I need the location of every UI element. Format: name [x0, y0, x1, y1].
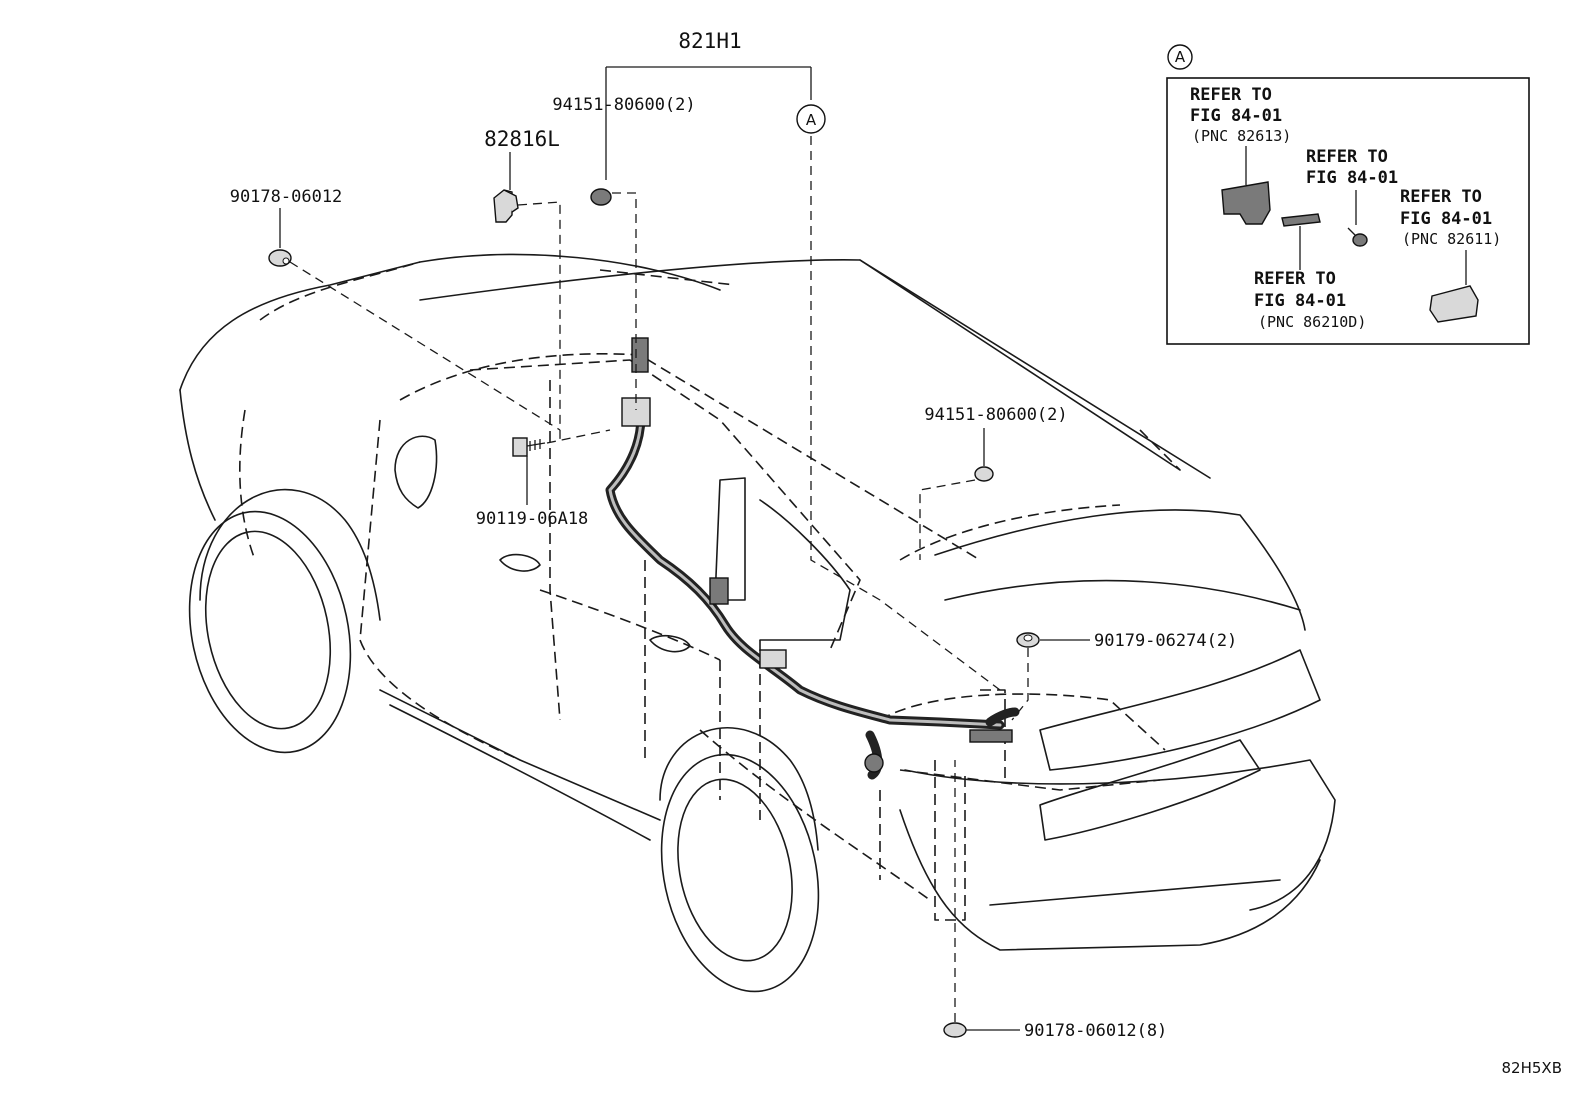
leader-lines — [279, 66, 1090, 1031]
vehicle-phantom-lines — [239, 261, 1181, 921]
inset-ref-4-line2: FIG 84-01 — [1254, 291, 1346, 311]
callout-a-main: A — [796, 104, 826, 134]
harness-connector-top — [631, 337, 649, 373]
clip-bottom-label: 90178-06012(8) — [1024, 1021, 1167, 1041]
inset-ref-1-pnc: (PNC 82613) — [1192, 127, 1291, 145]
clip-mid-part — [974, 466, 994, 482]
harness-connector-lower — [759, 649, 787, 669]
callout-a-main-label: A — [806, 111, 817, 129]
nut-rear-label: 90179-06274(2) — [1094, 631, 1237, 651]
bolt-label: 90119-06A18 — [476, 509, 589, 529]
inset-bracket-part-3 — [1429, 285, 1479, 323]
harness-connector-rear — [969, 729, 1013, 743]
harness-connector-mid — [709, 577, 729, 605]
inset-a: A REFER TO FIG 84-01 (PNC 82613) REFER T… — [1166, 44, 1530, 345]
bolt-part — [512, 437, 546, 457]
clip-bottom-part — [943, 1022, 967, 1038]
clip-top-label: 94151-80600(2) — [552, 95, 695, 115]
assembly-label: 821H1 — [678, 29, 741, 53]
protector-part — [493, 189, 519, 223]
inset-ref-2-line1: REFER TO — [1306, 147, 1388, 167]
clip-mid-label: 94151-80600(2) — [924, 405, 1067, 425]
part-labels: 821H1 94151-80600(2) 82816L 90178-06012 … — [230, 29, 1562, 1077]
wire-harness — [605, 337, 1020, 780]
inset-plate-part — [1281, 213, 1321, 227]
inset-ref-1-line1: REFER TO — [1190, 85, 1272, 105]
clip-left-part — [268, 249, 292, 267]
inset-bracket-part-1 — [1221, 181, 1271, 225]
inset-ref-2-line2: FIG 84-01 — [1306, 168, 1398, 188]
inset-ref-4-line1: REFER TO — [1254, 269, 1336, 289]
diagram-code: 82H5XB — [1502, 1059, 1562, 1077]
clip-left-label: 90178-06012 — [230, 187, 343, 207]
inset-screw-part — [1347, 227, 1368, 247]
protector-label: 82816L — [484, 127, 560, 151]
inset-ref-3-line1: REFER TO — [1400, 187, 1482, 207]
inset-ref-3-line2: FIG 84-01 — [1400, 209, 1492, 229]
inset-ref-3-pnc: (PNC 82611) — [1402, 230, 1501, 248]
harness-grommet — [864, 753, 884, 773]
nut-rear-part — [1016, 632, 1040, 648]
inset-ref-4-pnc: (PNC 86210D) — [1258, 313, 1366, 331]
inset-a-callout: A — [1175, 48, 1186, 66]
clip-top-part — [590, 188, 612, 206]
inset-ref-1-line2: FIG 84-01 — [1190, 106, 1282, 126]
